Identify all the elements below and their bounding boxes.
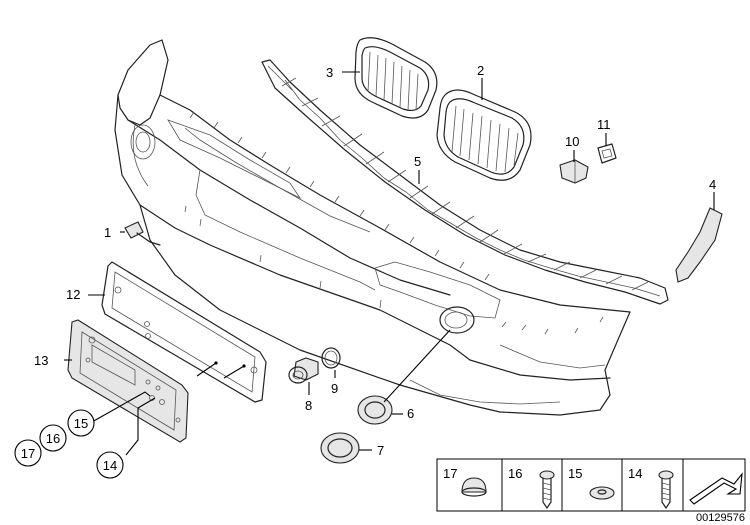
callout-11: 11 <box>597 117 611 132</box>
bumper-cover <box>114 39 631 416</box>
clip-part-11 <box>597 143 617 164</box>
grille-mesh-strip <box>261 59 669 305</box>
tow-hook-cover-part-1 <box>124 221 161 246</box>
callout-16: 16 <box>39 424 67 452</box>
plug-cap-icon <box>461 477 487 493</box>
legend-item-15: 15 <box>568 466 615 500</box>
license-plate-base-part-12 <box>101 261 267 403</box>
callout-3: 3 <box>326 65 333 80</box>
callout-8: 8 <box>305 398 312 413</box>
sensor-part-8 <box>288 357 319 384</box>
svg-text:14: 14 <box>628 466 642 481</box>
fog-ring-part-7 <box>320 432 360 464</box>
leader-lines <box>64 71 715 456</box>
screw-icon <box>658 470 674 509</box>
arrow-icon <box>689 472 743 505</box>
svg-text:17: 17 <box>443 466 457 481</box>
svg-text:15: 15 <box>568 466 582 481</box>
callout-5: 5 <box>414 154 421 169</box>
bracket-part-10 <box>559 159 589 184</box>
callout-14: 14 <box>96 451 124 479</box>
callout-15: 15 <box>67 409 95 437</box>
legend-item-14: 14 <box>628 466 674 509</box>
fastener-legend: 17 16 15 14 <box>436 458 746 512</box>
callout-labels: 3 2 5 10 11 4 1 12 13 8 9 6 7 <box>34 63 716 458</box>
washer-icon <box>589 486 615 500</box>
callout-1: 1 <box>104 225 111 240</box>
legend-item-17: 17 <box>443 466 487 497</box>
svg-text:16: 16 <box>46 431 60 446</box>
callout-7: 7 <box>377 443 384 458</box>
kidney-grille-left <box>354 37 438 119</box>
callout-12: 12 <box>66 287 80 302</box>
callout-2: 2 <box>477 63 484 78</box>
svg-text:15: 15 <box>74 416 88 431</box>
seal-ring-part-9 <box>321 347 341 369</box>
legend-item-16: 16 <box>508 466 555 509</box>
circled-callouts: 15 16 17 14 <box>14 409 124 479</box>
callout-10: 10 <box>565 134 579 149</box>
callout-13: 13 <box>34 353 48 368</box>
svg-text:17: 17 <box>21 446 35 461</box>
svg-text:16: 16 <box>508 466 522 481</box>
callout-4: 4 <box>709 177 716 192</box>
callout-17: 17 <box>14 439 42 467</box>
fog-ring-part-6 <box>357 395 393 425</box>
trim-strip-part-4 <box>675 207 723 283</box>
callout-6: 6 <box>407 406 414 421</box>
screw-icon <box>539 470 555 509</box>
callout-9: 9 <box>331 381 338 396</box>
kidney-grille-right <box>436 89 532 181</box>
document-number: 00129576 <box>696 512 745 524</box>
svg-text:14: 14 <box>103 458 117 473</box>
license-plate-holder-part-13 <box>67 319 246 443</box>
